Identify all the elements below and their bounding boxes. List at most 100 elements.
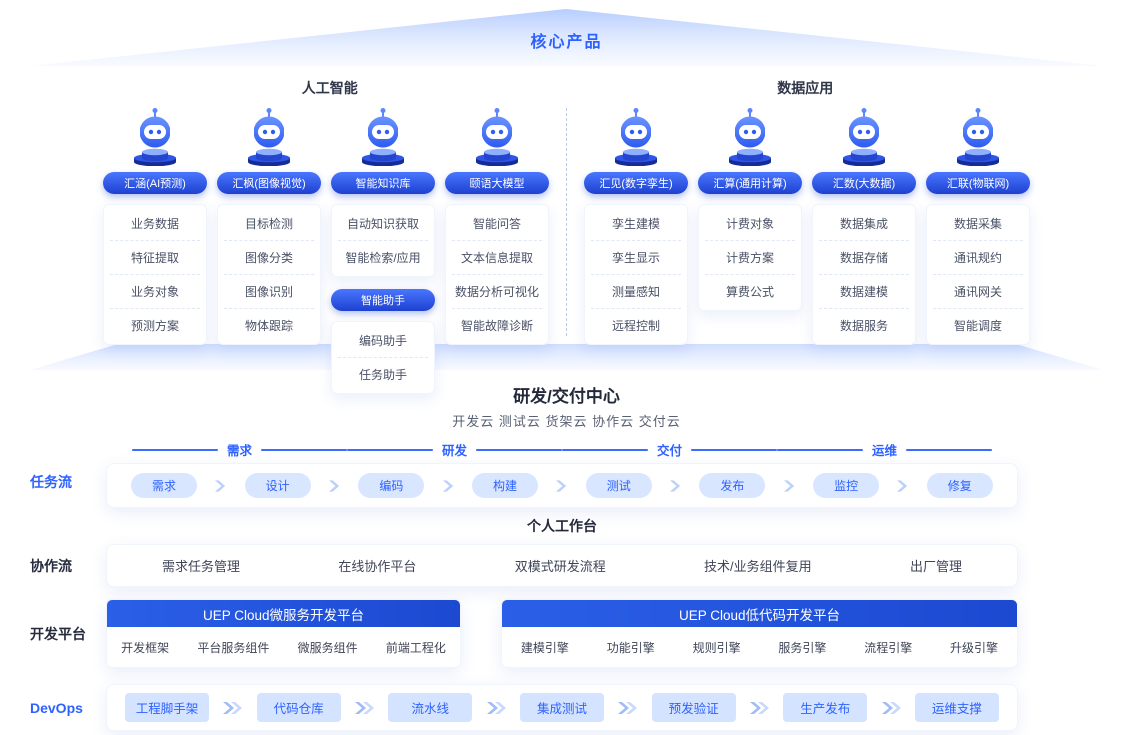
phase-line bbox=[906, 448, 993, 451]
robot-icon bbox=[956, 107, 1000, 166]
flow-arrow-icon bbox=[215, 479, 226, 492]
phase-delivery: 交付 bbox=[562, 440, 778, 459]
task-step: 设计 bbox=[244, 473, 311, 498]
devops-card: 工程脚手架 代码仓库 流水线 集成测试 预发验证 生产发布 运维支撑 bbox=[106, 684, 1018, 731]
dev-platform-label: 开发平台 bbox=[30, 625, 86, 642]
phase-line bbox=[132, 448, 218, 451]
product-column-iot: 汇联(物联网) 数据采集 通讯规约 通讯网关 智能调度 bbox=[926, 106, 1030, 345]
lowcode-platform-title: UEP Cloud低代码开发平台 bbox=[502, 600, 1017, 627]
product-column-digital-twin: 汇见(数字孪生) 孪生建模 孪生显示 测量感知 远程控制 bbox=[584, 106, 688, 345]
product-card: 自动知识获取 智能检索/应用 bbox=[331, 204, 435, 277]
devops-step: 集成测试 bbox=[519, 693, 604, 722]
product-item: 孪生显示 bbox=[591, 240, 681, 274]
platform-item: 微服务组件 bbox=[297, 640, 358, 655]
task-flow-row: 任务流 需求 研发 交付 运维 需求 设计 编码 构建 测试 发布 bbox=[0, 440, 1133, 508]
product-item: 自动知识获取 bbox=[346, 217, 419, 231]
product-item: 通讯规约 bbox=[933, 240, 1023, 274]
product-column-llm: 颐语大模型 智能问答 文本信息提取 数据分析可视化 智能故障诊断 bbox=[445, 106, 549, 345]
robot-icon bbox=[614, 107, 658, 166]
product-card: 业务数据 特征提取 业务对象 预测方案 bbox=[103, 204, 207, 345]
collab-item: 出厂管理 bbox=[909, 559, 962, 574]
lowcode-platform-items: 建模引擎 功能引擎 规则引擎 服务引擎 流程引擎 升级引擎 bbox=[502, 627, 1017, 667]
task-step: 需求 bbox=[131, 473, 197, 498]
section-data-title: 数据应用 bbox=[777, 80, 834, 96]
phase-line bbox=[562, 448, 648, 451]
task-step: 修复 bbox=[926, 473, 993, 498]
product-item: 目标检测 bbox=[244, 217, 293, 231]
platform-item: 平台服务组件 bbox=[197, 640, 270, 655]
task-step: 构建 bbox=[472, 473, 539, 498]
collab-flow-row: 协作流 需求任务管理 在线协作平台 双模式研发流程 技术/业务组件复用 出厂管理 bbox=[0, 544, 1133, 587]
robot-icon bbox=[842, 107, 886, 166]
section-ai-title: 人工智能 bbox=[301, 80, 358, 96]
devops-step: 运维支撑 bbox=[914, 693, 999, 722]
robot-icon bbox=[728, 107, 772, 166]
devops-row: DevOps 工程脚手架 代码仓库 流水线 集成测试 预发验证 生产发布 运维支… bbox=[0, 684, 1133, 731]
product-item: 智能问答 bbox=[472, 217, 521, 231]
devops-step: 工程脚手架 bbox=[125, 693, 209, 722]
double-arrow-icon bbox=[354, 701, 374, 714]
double-arrow-icon bbox=[881, 701, 901, 714]
phase-line bbox=[476, 448, 563, 451]
phase-development: 研发 bbox=[347, 440, 563, 459]
double-arrow-icon bbox=[486, 701, 506, 714]
phase-label: 研发 bbox=[442, 444, 468, 458]
product-card: 目标检测 图像分类 图像识别 物体跟踪 bbox=[217, 204, 321, 345]
product-item: 图像识别 bbox=[224, 274, 314, 308]
product-item: 数据存储 bbox=[819, 240, 909, 274]
collab-item: 双模式研发流程 bbox=[514, 559, 606, 574]
platform-item: 功能引擎 bbox=[606, 640, 655, 655]
product-item: 编码助手 bbox=[358, 334, 407, 348]
devops-step: 流水线 bbox=[388, 693, 473, 722]
core-products-title: 核心产品 bbox=[530, 34, 603, 51]
phase-label: 交付 bbox=[657, 444, 683, 458]
section-headers: 人工智能 数据应用 bbox=[0, 78, 1133, 98]
product-card: 编码助手 任务助手 bbox=[331, 321, 435, 394]
product-column-knowledge-base: 智能知识库 自动知识获取 智能检索/应用 智能助手 编码助手 任务助手 bbox=[331, 106, 435, 394]
phase-line bbox=[777, 448, 863, 451]
product-card: 孪生建模 孪生显示 测量感知 远程控制 bbox=[584, 204, 688, 345]
product-item: 智能检索/应用 bbox=[338, 240, 428, 274]
product-item: 物体跟踪 bbox=[224, 308, 314, 342]
workbench-title: 个人工作台 bbox=[527, 518, 597, 534]
lowcode-platform-card: UEP Cloud低代码开发平台 建模引擎 功能引擎 规则引擎 服务引擎 流程引… bbox=[501, 599, 1018, 668]
task-flow-phases: 需求 研发 交付 运维 bbox=[106, 440, 1018, 459]
product-item: 数据集成 bbox=[839, 217, 888, 231]
flow-arrow-icon bbox=[556, 479, 567, 492]
flow-arrow-icon bbox=[442, 479, 453, 492]
product-item: 任务助手 bbox=[338, 357, 428, 391]
platform-item: 规则引擎 bbox=[692, 640, 741, 655]
product-name-badge: 智能知识库 bbox=[331, 172, 435, 194]
flow-arrow-icon bbox=[670, 479, 681, 492]
product-column-ai-predict: 汇涵(AI预测) 业务数据 特征提取 业务对象 预测方案 bbox=[103, 106, 207, 345]
product-item: 远程控制 bbox=[591, 308, 681, 342]
product-item: 计费对象 bbox=[725, 217, 774, 231]
product-item: 预测方案 bbox=[110, 308, 200, 342]
collab-item: 技术/业务组件复用 bbox=[704, 559, 812, 574]
product-column-computing: 汇算(通用计算) 计费对象 计费方案 算费公式 bbox=[698, 106, 802, 311]
double-arrow-icon bbox=[223, 701, 243, 714]
phase-label: 需求 bbox=[227, 444, 253, 458]
product-item: 测量感知 bbox=[591, 274, 681, 308]
robot-icon bbox=[133, 107, 177, 166]
product-name-badge: 汇枫(图像视觉) bbox=[217, 172, 321, 194]
product-item: 数据服务 bbox=[819, 308, 909, 342]
product-item: 图像分类 bbox=[224, 240, 314, 274]
task-flow-card: 需求 设计 编码 构建 测试 发布 监控 修复 bbox=[106, 463, 1018, 508]
task-step: 监控 bbox=[813, 473, 880, 498]
task-flow-label: 任务流 bbox=[30, 474, 72, 490]
product-item: 数据分析可视化 bbox=[452, 274, 542, 308]
platform-item: 建模引擎 bbox=[520, 640, 569, 655]
delivery-center-title: 研发/交付中心 bbox=[513, 387, 620, 406]
flow-arrow-icon bbox=[783, 479, 794, 492]
product-card: 计费对象 计费方案 算费公式 bbox=[698, 204, 802, 311]
product-item: 智能调度 bbox=[933, 308, 1023, 342]
robot-icon bbox=[361, 107, 405, 166]
product-card: 智能问答 文本信息提取 数据分析可视化 智能故障诊断 bbox=[445, 204, 549, 345]
product-columns: 汇涵(AI预测) 业务数据 特征提取 业务对象 预测方案 汇枫(图像视觉) 目标… bbox=[0, 106, 1133, 394]
microservice-platform-items: 开发框架 平台服务组件 微服务组件 前端工程化 bbox=[107, 627, 460, 667]
flow-arrow-icon bbox=[328, 479, 340, 492]
section-divider bbox=[566, 108, 567, 336]
core-roof-shape bbox=[30, 9, 1103, 66]
